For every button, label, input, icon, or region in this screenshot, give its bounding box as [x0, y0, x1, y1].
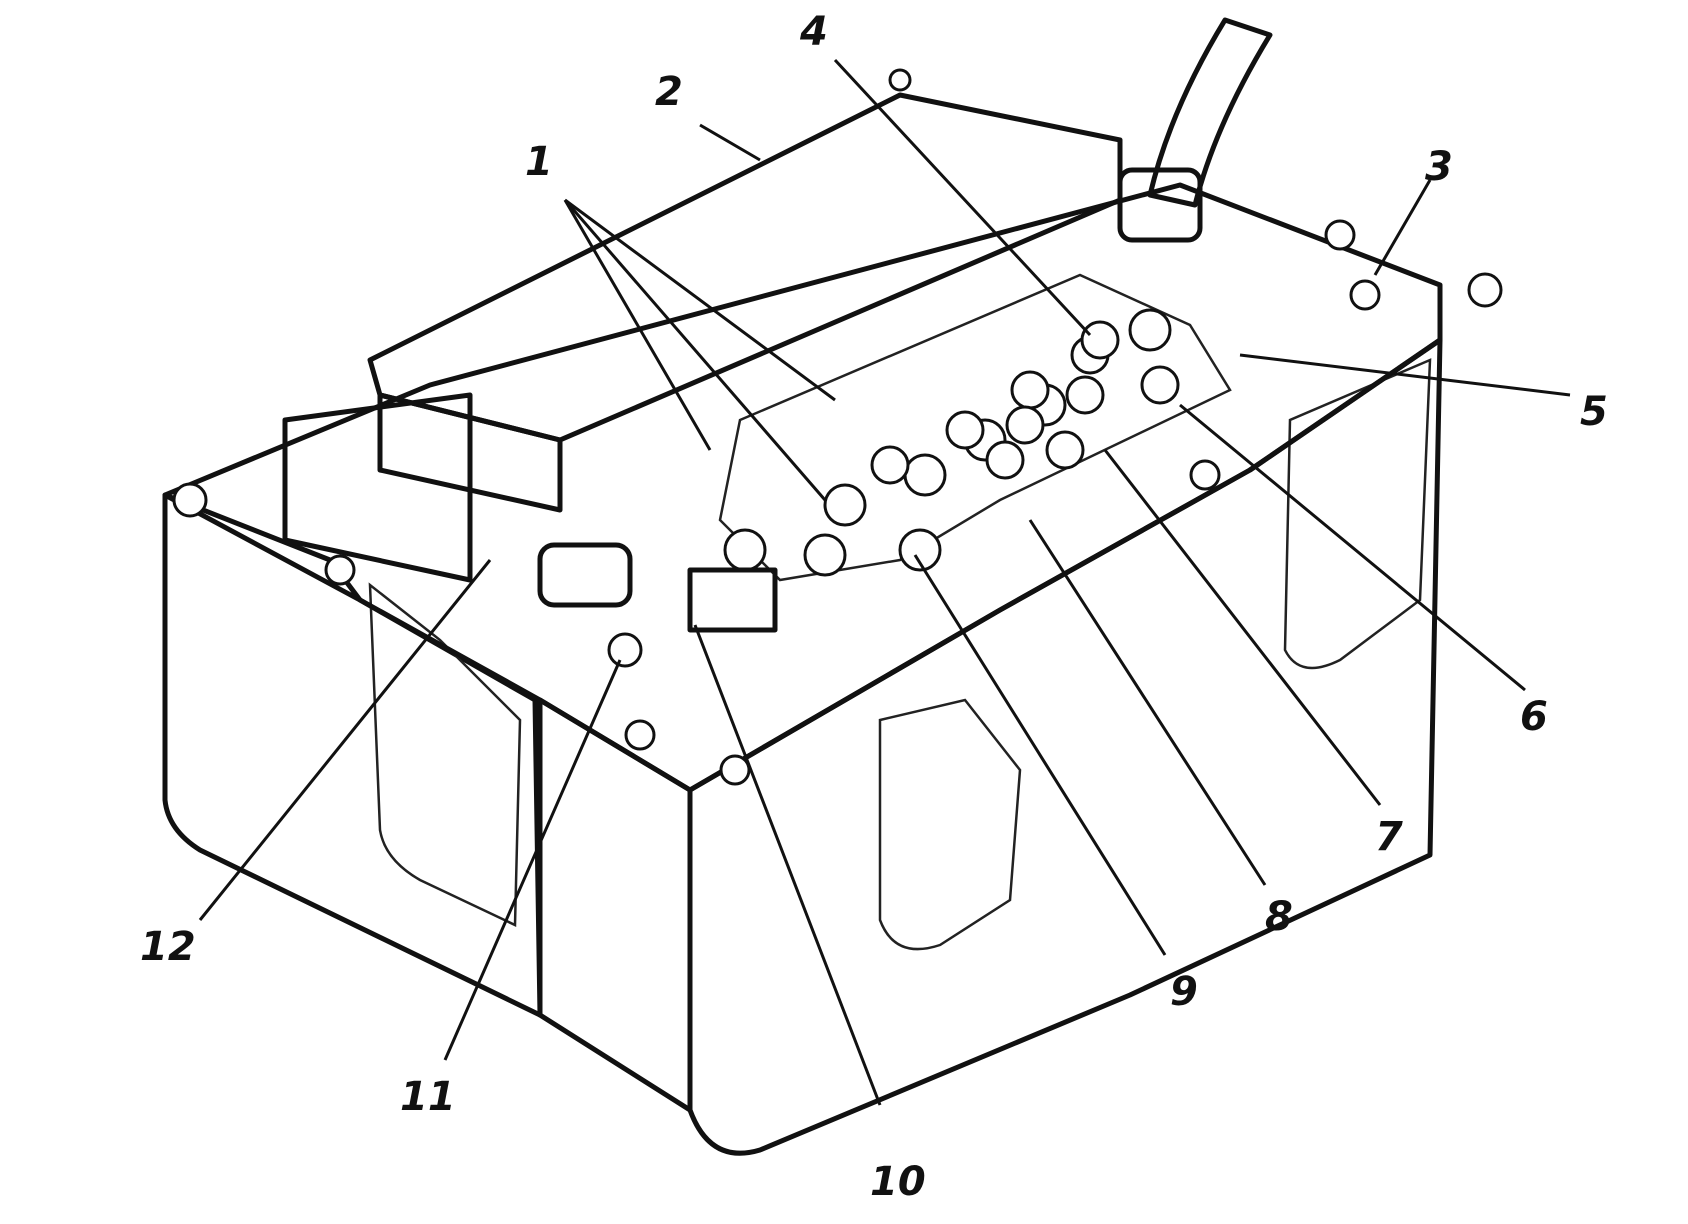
- case-front-corner: [537, 697, 693, 1113]
- top-cover-box: [282, 92, 1123, 583]
- callout-6: 6: [1520, 694, 1548, 740]
- leader-1a: [563, 199, 827, 501]
- callout-3: 3: [1425, 144, 1453, 190]
- leader-6: [1179, 403, 1526, 692]
- leader-8: [1028, 519, 1267, 886]
- front-connector: [537, 542, 778, 668]
- leader-3: [1373, 179, 1432, 276]
- leader-1c: [564, 198, 836, 402]
- callout-5: 5: [1580, 389, 1608, 435]
- callout-8: 8: [1265, 894, 1293, 940]
- leader-4: [833, 58, 1092, 337]
- screw-front-corner: [719, 754, 751, 786]
- screw-left-back: [324, 554, 356, 586]
- leader-9: [913, 554, 1167, 956]
- callout-11: 11: [400, 1074, 456, 1120]
- callout-12: 12: [140, 924, 196, 970]
- screw-front-mid: [624, 719, 656, 751]
- leader-11: [443, 659, 622, 1061]
- leader-5: [1239, 353, 1571, 397]
- cable: [1117, 17, 1273, 243]
- leader-lines: [198, 58, 1571, 1106]
- screw-cable-1: [1324, 219, 1356, 251]
- callout-2: 2: [655, 69, 683, 115]
- corner-screws: [172, 68, 1503, 786]
- screw-cable-2: [1349, 279, 1381, 311]
- callout-7: 7: [1375, 814, 1403, 860]
- callout-4: 4: [799, 9, 828, 55]
- callout-1: 1: [525, 139, 553, 185]
- callouts: 1 2 3 4 5 6 7 8 9 10 11 12: [140, 9, 1608, 1205]
- callout-9: 9: [1170, 969, 1198, 1015]
- case-front-face: [687, 337, 1443, 1156]
- screw-left-front: [172, 482, 208, 518]
- leader-12: [198, 559, 492, 921]
- leader-2: [699, 123, 761, 162]
- screw-lid-back: [888, 68, 912, 92]
- cover-top: [367, 92, 1123, 443]
- screw-right-back: [1467, 272, 1503, 308]
- battery-case: [162, 182, 1443, 1156]
- leader-1b: [563, 199, 712, 451]
- cover-side: [377, 392, 563, 513]
- leader-7: [1103, 449, 1382, 806]
- case-lid: [162, 182, 1443, 793]
- left-handle-recess: [368, 582, 522, 927]
- callout-10: 10: [870, 1159, 926, 1205]
- leader-10: [693, 624, 882, 1106]
- right-handle-recess: [1283, 358, 1432, 670]
- control-plate: [718, 273, 1232, 582]
- screw-vent: [1189, 459, 1221, 491]
- plate-buttons: [823, 308, 1180, 527]
- cover-block: [282, 392, 473, 583]
- front-handle-recess: [878, 698, 1022, 951]
